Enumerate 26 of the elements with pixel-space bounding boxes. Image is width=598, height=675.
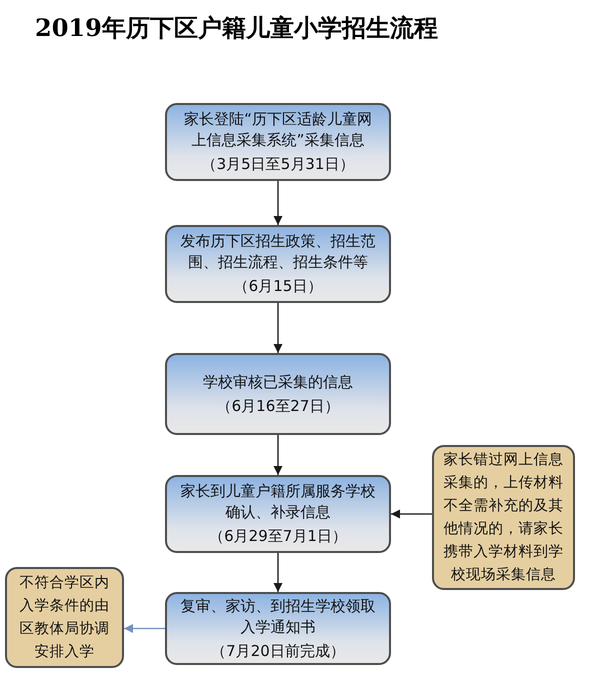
arrow (274, 435, 282, 475)
step-text: 不符合学区内入学条件的由区教体局协调安排入学 (18, 574, 110, 662)
step-text: 复审、家访、到招生学校领取入学通知书 (180, 596, 376, 638)
arrow (124, 624, 165, 633)
process-box (165, 103, 391, 181)
date-text: （6月15日） (234, 276, 322, 297)
process-box (165, 592, 391, 665)
arrow (391, 510, 432, 518)
arrow (274, 303, 282, 353)
arrow (274, 553, 282, 592)
step-text: 家长到儿童户籍所属服务学校确认、补录信息 (180, 481, 376, 523)
step-text: 发布历下区招生政策、招生范围、招生流程、招生条件等 (180, 231, 376, 273)
note-box (5, 567, 124, 668)
process-box (165, 475, 391, 553)
date-text: （6月29至7月1日） (209, 526, 347, 547)
arrow (274, 181, 282, 225)
process-box (165, 225, 391, 303)
date-text: （7月20日前完成） (211, 640, 345, 662)
date-text: （3月5日至5月31日） (202, 154, 354, 175)
note-box (432, 445, 575, 590)
title: 2019年历下区户籍儿童小学招生流程 (35, 12, 438, 44)
date-text: （6月16至27日） (216, 396, 340, 416)
step-text: 学校审核已采集的信息 (203, 372, 353, 392)
step-text: 家长错过网上信息采集的，上传材料不全需补充的及其他情况的，请家长携带入学材料到学校现场采集信息 (444, 450, 564, 584)
step-text: 家长登陆“历下区适龄儿童网上信息采集系统”采集信息 (183, 109, 373, 151)
process-box (165, 353, 391, 435)
